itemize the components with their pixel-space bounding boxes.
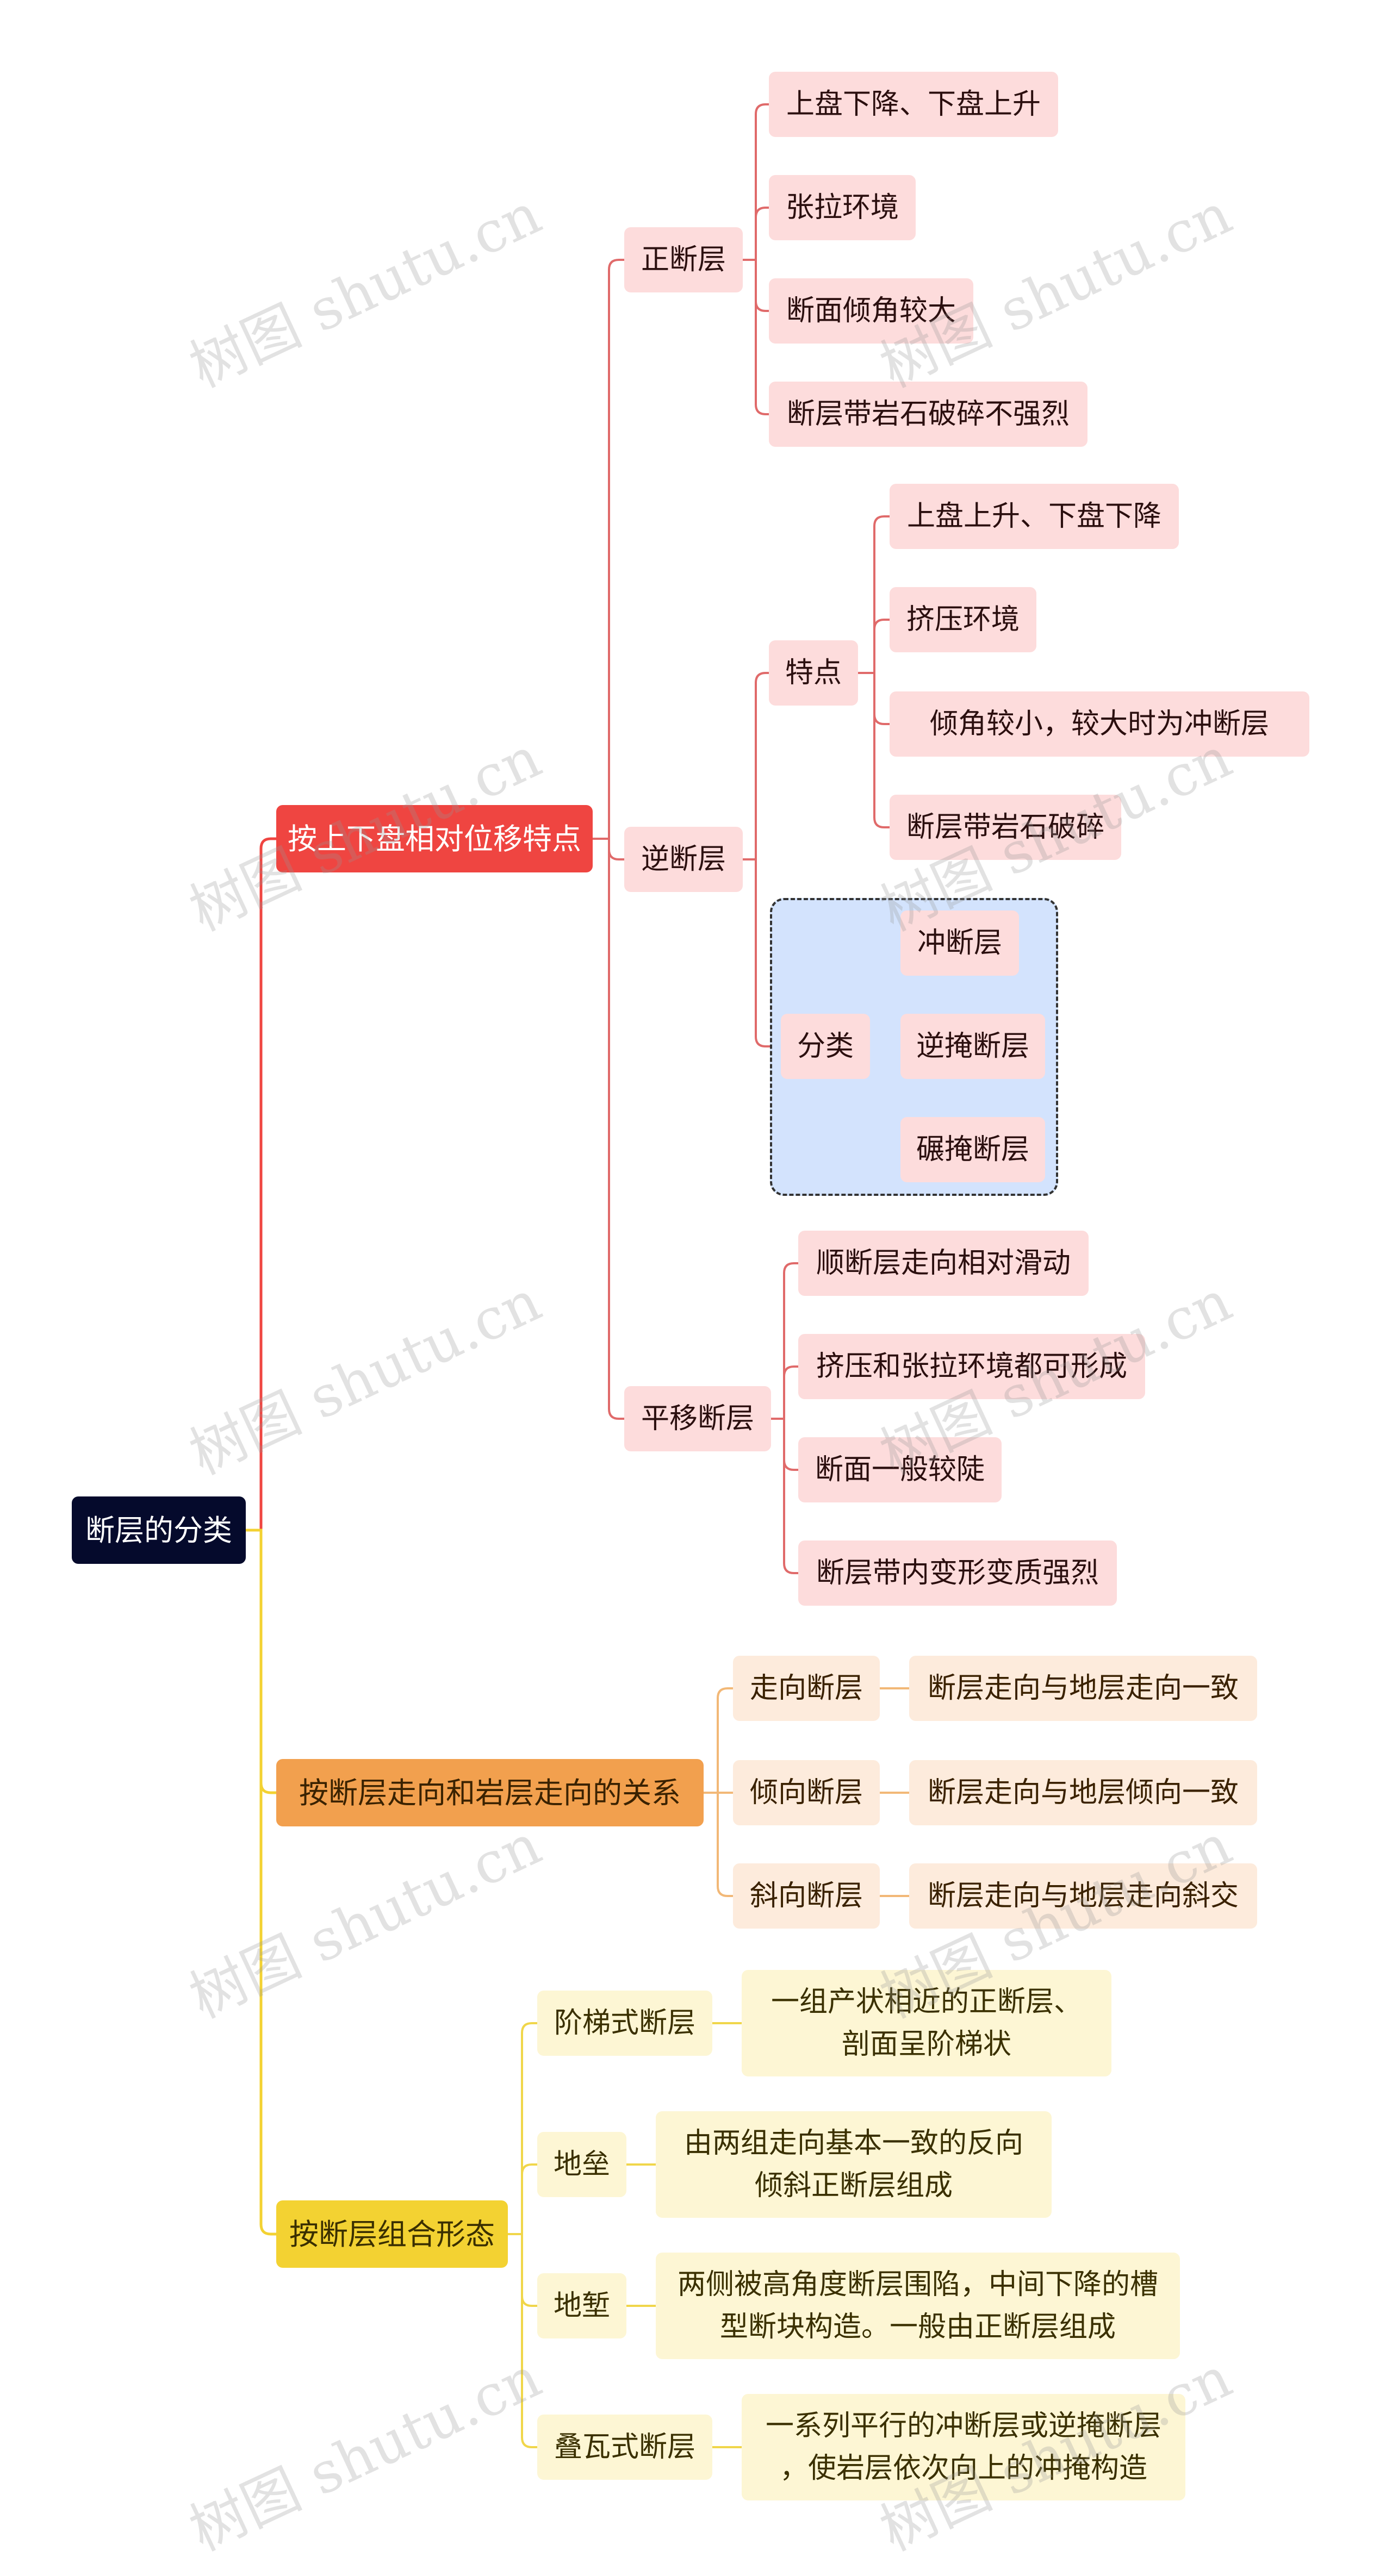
node-reverse-features[interactable]: 特点: [769, 640, 858, 706]
leaf-horst[interactable]: 由两组走向基本一致的反向 倾斜正断层组成: [656, 2111, 1052, 2218]
connector-line: [508, 2163, 537, 2235]
node-graben[interactable]: 地堑: [537, 2273, 626, 2338]
connector-line: [246, 1529, 276, 2236]
leaf-strike-slip-4[interactable]: 断层带内变形变质强烈: [798, 1540, 1117, 1606]
connector-line: [771, 1418, 798, 1574]
connector-line: [704, 1687, 733, 1794]
leaf-strike-fault[interactable]: 断层走向与地层走向一致: [909, 1656, 1257, 1721]
branch-combination[interactable]: 按断层组合形态: [276, 2200, 508, 2268]
connector-line: [858, 619, 890, 674]
connector-line: [858, 515, 890, 674]
node-imbricate-fault[interactable]: 叠瓦式断层: [537, 2415, 712, 2480]
leaf-normal-3[interactable]: 断面倾角较大: [769, 278, 973, 344]
node-oblique-fault[interactable]: 斜向断层: [733, 1863, 880, 1929]
leaf-strike-slip-2[interactable]: 挤压和张拉环境都可形成: [798, 1334, 1145, 1399]
node-dip-fault[interactable]: 倾向断层: [733, 1760, 880, 1825]
leaf-reverse-2[interactable]: 挤压环境: [890, 587, 1036, 652]
connector-line: [704, 1792, 733, 1897]
leaf-nappe-fault[interactable]: 碾掩断层: [900, 1117, 1045, 1182]
leaf-reverse-3[interactable]: 倾角较小，较大时为冲断层: [890, 691, 1309, 757]
node-strike-slip-fault[interactable]: 平移断层: [624, 1386, 771, 1451]
connector-line: [743, 207, 769, 261]
node-normal-fault[interactable]: 正断层: [624, 227, 743, 292]
root-node[interactable]: 断层的分类: [72, 1496, 246, 1564]
leaf-dip-fault[interactable]: 断层走向与地层倾向一致: [909, 1760, 1257, 1825]
connector-line: [771, 1262, 798, 1420]
node-reverse-fault[interactable]: 逆断层: [624, 827, 743, 892]
leaf-overthrust-fault[interactable]: 逆掩断层: [900, 1014, 1045, 1079]
leaf-normal-4[interactable]: 断层带岩石破碎不强烈: [769, 382, 1088, 447]
leaf-strike-slip-3[interactable]: 断面一般较陡: [798, 1437, 1002, 1502]
connector-line: [743, 858, 781, 1047]
leaf-reverse-4[interactable]: 断层带岩石破碎: [890, 795, 1121, 860]
node-horst[interactable]: 地垒: [537, 2132, 626, 2197]
connector-line: [508, 2233, 537, 2448]
connector-line: [246, 837, 276, 1532]
leaf-graben[interactable]: 两侧被高角度断层围陷，中间下降的槽 型断块构造。一般由正断层组成: [656, 2253, 1180, 2359]
node-step-fault[interactable]: 阶梯式断层: [537, 1991, 712, 2056]
branch-displacement[interactable]: 按上下盘相对位移特点: [276, 805, 593, 872]
leaf-imbricate-fault[interactable]: 一系列平行的冲断层或逆掩断层 ，使岩层依次向上的冲掩构造: [742, 2394, 1185, 2500]
leaf-normal-1[interactable]: 上盘下降、下盘上升: [769, 72, 1058, 137]
connector-line: [593, 259, 624, 840]
branch-strike-relation[interactable]: 按断层走向和岩层走向的关系: [276, 1759, 704, 1826]
connector-line: [771, 1365, 798, 1420]
connector-line: [508, 2022, 537, 2235]
connector-line: [593, 838, 624, 1420]
node-strike-fault[interactable]: 走向断层: [733, 1656, 880, 1721]
leaf-normal-2[interactable]: 张拉环境: [769, 175, 916, 240]
leaf-thrust-fault[interactable]: 冲断层: [900, 910, 1019, 976]
connector-line: [743, 259, 769, 415]
connector-line: [743, 103, 769, 261]
leaf-strike-slip-1[interactable]: 顺断层走向相对滑动: [798, 1231, 1089, 1296]
leaf-oblique-fault[interactable]: 断层走向与地层走向斜交: [909, 1863, 1257, 1929]
leaf-step-fault[interactable]: 一组产状相近的正断层、 剖面呈阶梯状: [742, 1970, 1111, 2076]
connector-line: [858, 672, 890, 828]
node-reverse-classes[interactable]: 分类: [781, 1014, 870, 1079]
leaf-reverse-1[interactable]: 上盘上升、下盘下降: [890, 484, 1179, 549]
connector-line: [743, 672, 769, 860]
